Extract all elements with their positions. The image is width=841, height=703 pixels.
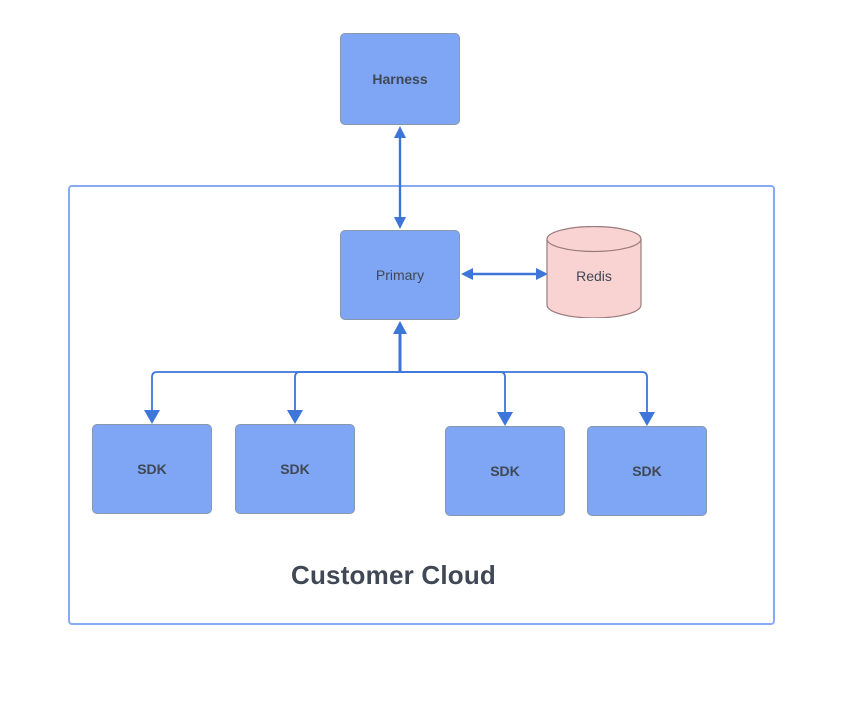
node-harness[interactable]: Harness — [340, 33, 460, 125]
customer-cloud-title: Customer Cloud — [290, 560, 497, 590]
arrowhead-up — [394, 126, 406, 138]
node-sdk-1[interactable]: SDK — [235, 424, 355, 514]
node-primary[interactable]: Primary — [340, 230, 460, 320]
node-primary-label: Primary — [375, 266, 425, 283]
node-sdk-3[interactable]: SDK — [587, 426, 707, 516]
node-sdk-2[interactable]: SDK — [445, 426, 565, 516]
node-redis[interactable]: Redis — [546, 226, 642, 318]
node-redis-label: Redis — [576, 267, 612, 284]
node-redis-label-wrap: Redis — [546, 226, 642, 318]
node-sdk-0[interactable]: SDK — [92, 424, 212, 514]
cylinder-icon — [546, 226, 642, 318]
customer-cloud-container[interactable] — [68, 185, 775, 625]
node-sdk-3-label: SDK — [632, 462, 662, 479]
node-sdk-2-label: SDK — [490, 462, 520, 479]
node-sdk-0-label: SDK — [137, 460, 167, 477]
node-sdk-1-label: SDK — [280, 460, 310, 477]
node-harness-label: Harness — [372, 70, 428, 87]
